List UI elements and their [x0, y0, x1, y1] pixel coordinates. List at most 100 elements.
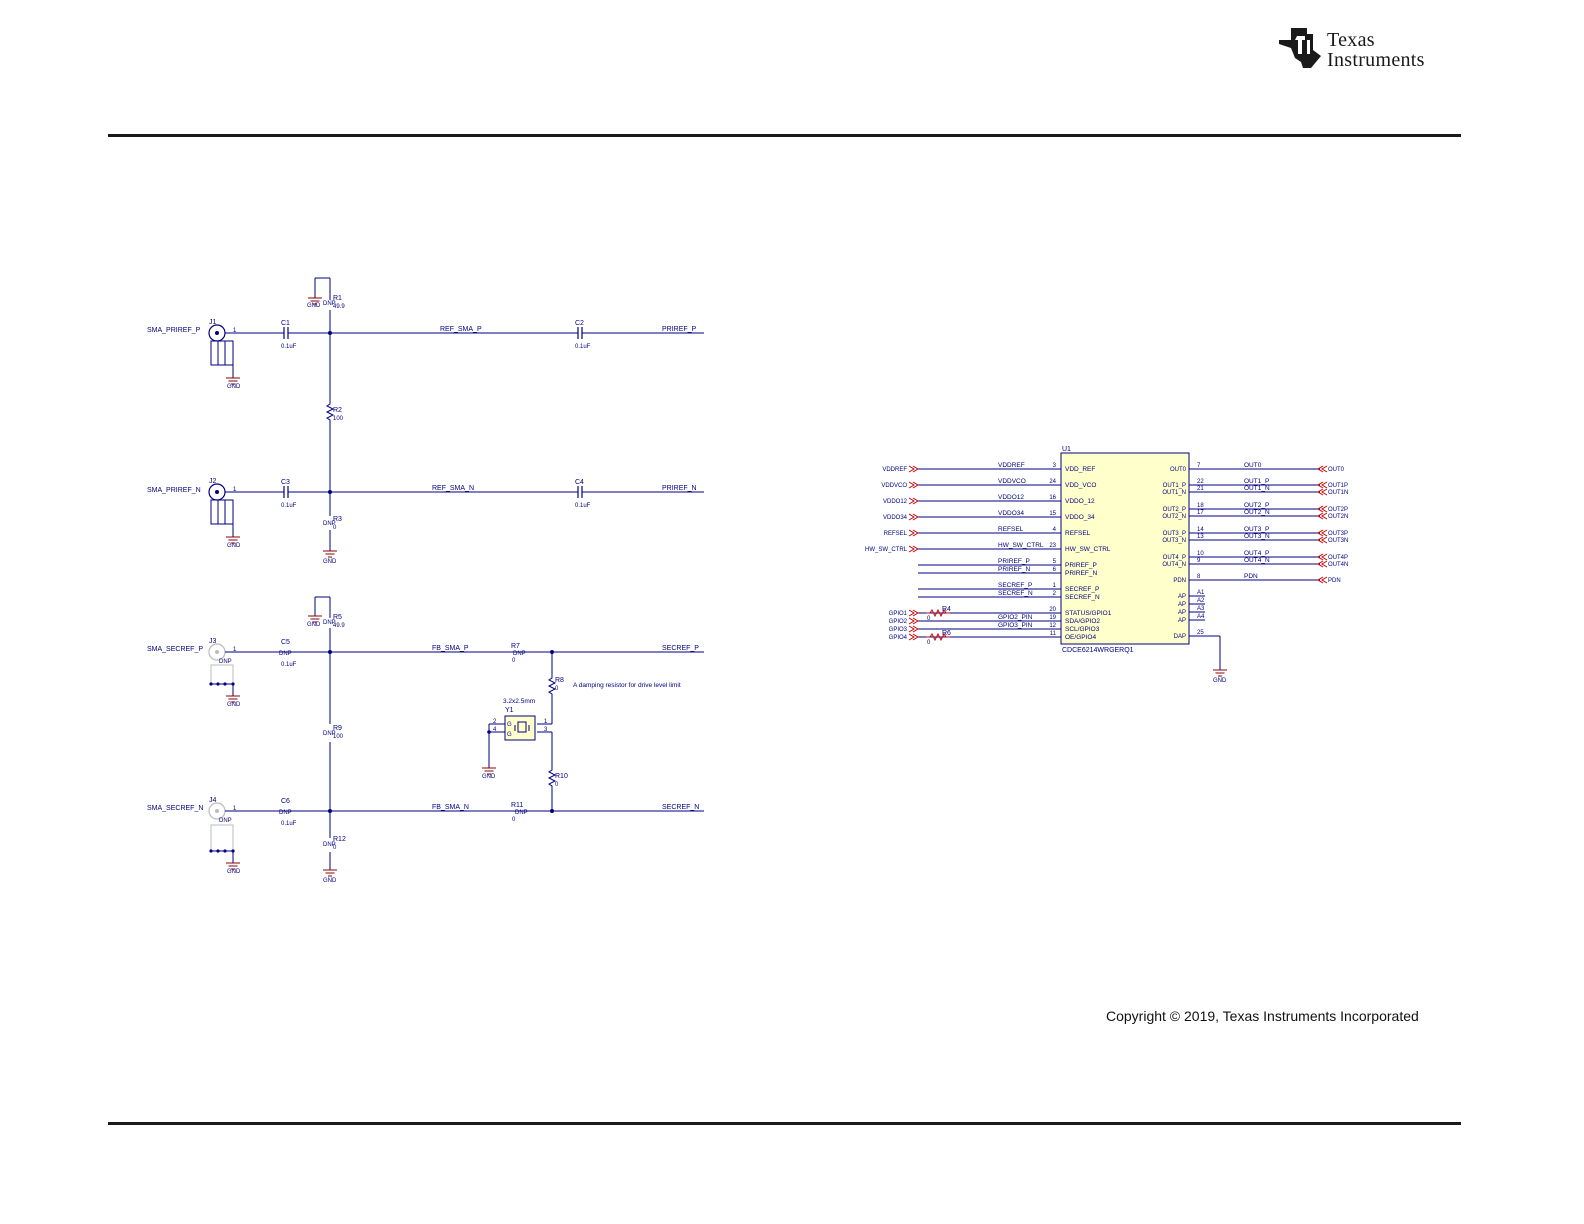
ic-pin-name: AP — [1178, 594, 1186, 600]
input-port-label: VDDO34 — [883, 515, 908, 521]
texas-instruments-logo: Texas Instruments — [1277, 24, 1467, 72]
gnd-label-r3: GND — [323, 559, 337, 565]
ic-pin-number: 9 — [1197, 558, 1201, 564]
ic-pin-number: 12 — [1049, 623, 1056, 629]
ic-pin-name: SCL/GPIO3 — [1065, 626, 1100, 633]
component-ref-r1: R1 — [333, 295, 342, 302]
crystal-pin-2: 2 — [493, 719, 497, 725]
component-value-c2: 0.1uF — [575, 344, 591, 350]
ic-pin-name: OUT4_P — [1163, 555, 1186, 561]
ic-pin-number: 1 — [1053, 583, 1057, 589]
input-port-icon — [908, 513, 919, 521]
component-dnp-r1: DNP — [323, 301, 336, 307]
output-port-label: PDN — [1328, 578, 1341, 584]
component-value-r11: 0 — [512, 817, 516, 823]
connector-pin-1: 1 — [233, 328, 237, 334]
component-ref-c2: C2 — [575, 320, 584, 327]
ic-pin-name: AP — [1178, 610, 1186, 616]
ic-pin-number: 15 — [1049, 511, 1056, 517]
ic-right-net-label: PDN — [1244, 573, 1258, 580]
ic-right-net-label: OUT4_P — [1244, 550, 1269, 557]
gnd-label-j2: GND — [227, 543, 241, 549]
input-port-icon — [908, 617, 919, 625]
ic-pin-name: VDDO_12 — [1065, 498, 1095, 505]
gnd-label-u1: GND — [1213, 678, 1227, 684]
component-value-r7: 0 — [512, 658, 516, 664]
ic-pin-name: HW_SW_CTRL — [1065, 546, 1111, 553]
output-port-label: OUT2N — [1328, 514, 1348, 520]
output-port-label: OUT3N — [1328, 538, 1348, 544]
connector-ref-j3: J3 — [209, 638, 217, 645]
component-dnp-r3: DNP — [323, 521, 336, 527]
input-port-label: GPIO2 — [889, 619, 908, 625]
component-value-r9: 100 — [333, 734, 344, 740]
component-ref-y1: Y1 — [505, 707, 514, 714]
crystal-package: 3.2x2.5mm — [503, 698, 535, 705]
connector-ref-j2: J2 — [209, 478, 217, 485]
ic-pin-number: 20 — [1049, 607, 1056, 613]
priref-n-section: SMA_PRIREF_N J2 1 GND C3 0.1uF REF_SMA_N… — [147, 478, 704, 565]
ic-pin-number: 2 — [1053, 591, 1057, 597]
gnd-label-y1: GND — [482, 774, 496, 780]
component-dnp-c6: DNP — [279, 810, 292, 816]
input-port-label: VDDO12 — [883, 499, 908, 505]
component-ref-r6: R6 — [942, 630, 951, 637]
ic-right-net-label: OUT3_N — [1244, 533, 1270, 540]
component-ref-r5: R5 — [333, 614, 342, 621]
net-label-secref-p: SECREF_P — [662, 645, 699, 652]
crystal-pin-4: 4 — [493, 727, 497, 733]
ic-pin-name: VDD_VCO — [1065, 482, 1096, 489]
ic-left-net-label: REFSEL — [998, 526, 1024, 533]
component-dnp-r12: DNP — [323, 842, 336, 848]
component-value-c6: 0.1uF — [281, 821, 297, 827]
output-port-label: OUT1P — [1328, 483, 1348, 489]
component-dnp-r7: DNP — [513, 651, 526, 657]
ic-pin-name: SDA/GPIO2 — [1065, 618, 1100, 625]
component-ref-r7: R7 — [511, 643, 520, 650]
connector-pin-1-j2: 1 — [233, 487, 237, 493]
ic-pin-number: A1 — [1197, 590, 1205, 596]
damping-note: A damping resistor for drive level limit — [573, 682, 681, 689]
component-ref-r9: R9 — [333, 725, 342, 732]
ic-pin-number: 24 — [1049, 479, 1056, 485]
ic-pin-name: PRIREF_P — [1065, 562, 1097, 569]
ic-pin-name: SECREF_P — [1065, 586, 1099, 593]
net-label-sma-priref-p: SMA_PRIREF_P — [147, 327, 201, 334]
ic-pin-number: 3 — [1053, 463, 1057, 469]
input-port-label: GPIO1 — [889, 611, 908, 617]
component-ref-c4: C4 — [575, 479, 584, 486]
component-dnp-j4: DNP — [219, 818, 232, 824]
priref-p-section: SMA_PRIREF_P J1 1 GND C1 0.1uF REF_SMA_P… — [147, 277, 704, 492]
ic-pin-number: 8 — [1197, 574, 1201, 580]
component-value-r12: 0 — [333, 845, 337, 851]
component-value-r10: 0 — [555, 782, 559, 788]
component-value-r1: 49.9 — [333, 304, 345, 310]
ic-left-net-label: SECREF_N — [998, 590, 1033, 597]
component-ref-r3: R3 — [333, 516, 342, 523]
component-value-c3: 0.1uF — [281, 503, 297, 509]
component-ref-r10: R10 — [555, 773, 568, 780]
ic-left-net-label: SECREF_P — [998, 582, 1032, 589]
ic-pin-number: 7 — [1197, 463, 1201, 469]
ic-pin-number: 6 — [1053, 567, 1057, 573]
crystal-y1 — [504, 715, 536, 741]
ic-pin-number: 19 — [1049, 615, 1056, 621]
crystal-pin-g-bottom: G — [507, 732, 512, 738]
ic-pin-name: PRIREF_N — [1065, 570, 1097, 577]
ic-pin-number: 13 — [1197, 534, 1204, 540]
output-port-label: OUT0 — [1328, 467, 1345, 473]
net-label-sma-priref-n: SMA_PRIREF_N — [147, 487, 201, 494]
gnd-label-r5: GND — [307, 622, 321, 628]
output-port-label: OUT4N — [1328, 562, 1348, 568]
input-port-icon — [908, 545, 919, 553]
ic-right-net-label: OUT0 — [1244, 462, 1262, 469]
component-dnp-r5: DNP — [323, 620, 336, 626]
ic-pin-name: DAP — [1174, 634, 1186, 640]
component-value-r8: 0 — [555, 686, 559, 692]
input-port-icon — [908, 497, 919, 505]
input-port-icon — [908, 609, 919, 617]
net-label-fb-sma-p: FB_SMA_P — [432, 645, 469, 652]
ic-pin-name: OUT3_N — [1162, 538, 1186, 544]
ic-left-net-label: GPIO3_PIN — [998, 622, 1033, 629]
